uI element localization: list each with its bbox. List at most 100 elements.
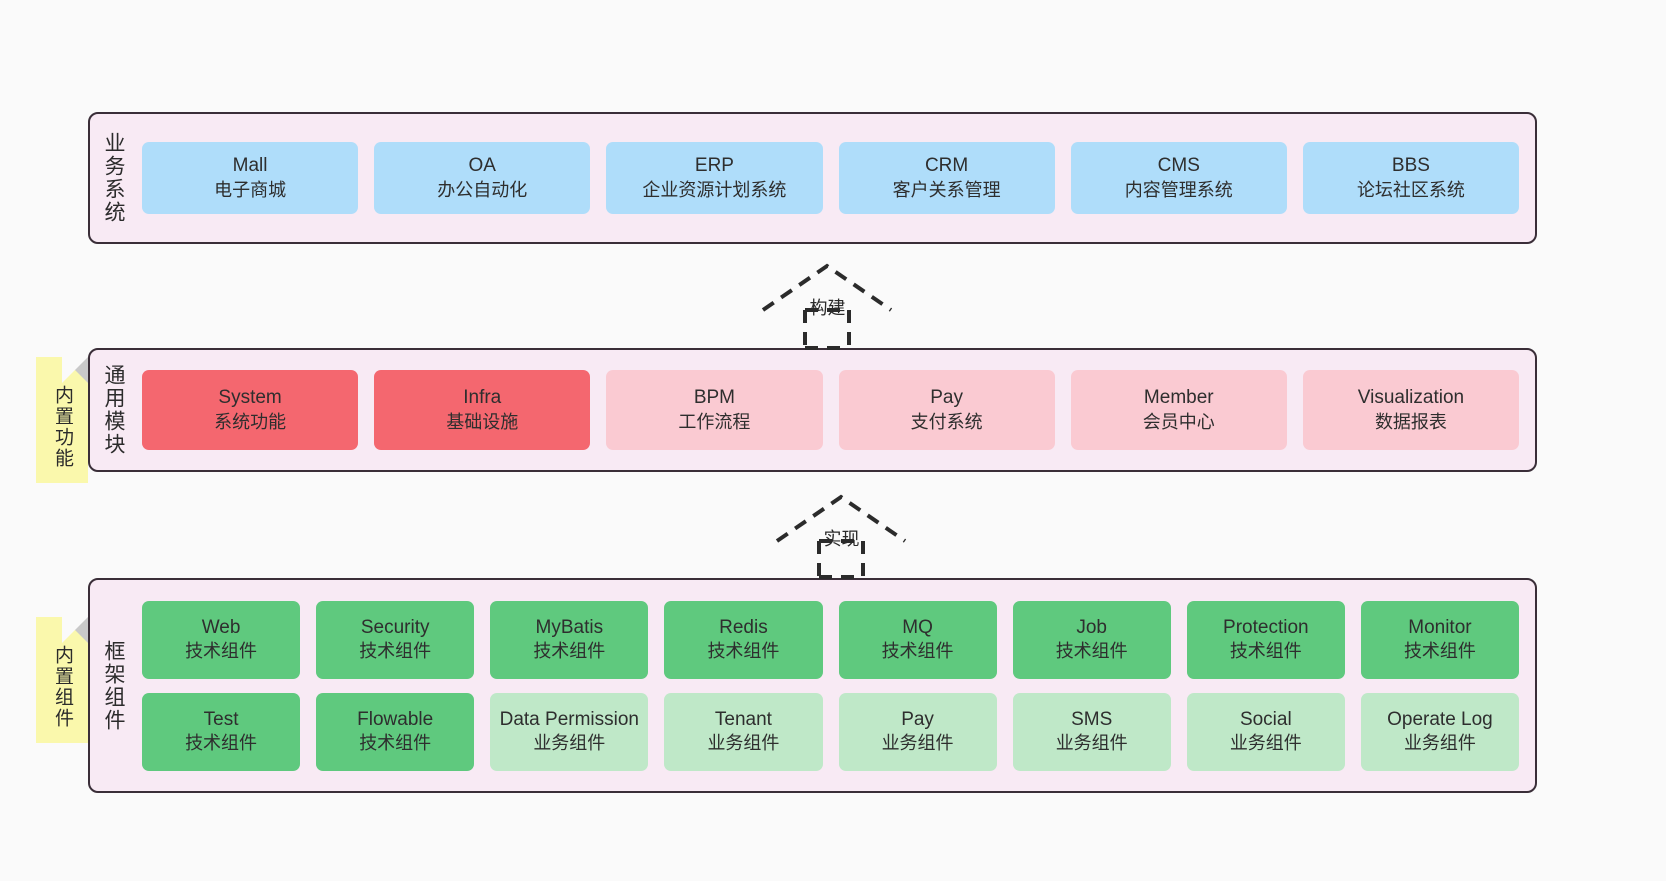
card-title: Tenant [714,708,772,730]
card-title: Flowable [357,708,434,730]
card-erp[interactable]: ERP 企业资源计划系统 [606,142,823,214]
card-title: Redis [719,616,768,638]
card-subtitle: 数据报表 [1374,411,1447,432]
card-subtitle: 办公自动化 [437,179,528,200]
layer-title-text: 通用模块 [102,364,126,456]
card-row: Web 技术组件 Security 技术组件 MyBatis 技术组件 Redi… [142,600,1519,679]
card-subtitle: 工作流程 [678,411,751,432]
card-pay[interactable]: Pay 支付系统 [838,370,1055,450]
card-title: MQ [902,616,933,638]
card-subtitle: 企业资源计划系统 [642,179,787,200]
card-bbs[interactable]: BBS 论坛社区系统 [1302,142,1520,214]
card-title: Security [360,616,430,638]
connector-build-label: 构建 [809,298,846,318]
card-social[interactable]: Social 业务组件 [1186,692,1345,771]
card-system[interactable]: System 系统功能 [142,370,359,450]
card-visualization[interactable]: Visualization 数据报表 [1302,370,1520,450]
layer-title-framework-components: 框架组件 [90,580,136,791]
card-title: MyBatis [535,616,604,638]
card-title: Data Permission [499,708,639,730]
card-title: OA [468,155,496,177]
layer-business-systems: 业务系统 Mall 电子商城 OA 办公自动化 ERP 企业资源计划系统 CRM [88,112,1537,244]
card-monitor[interactable]: Monitor 技术组件 [1360,600,1519,679]
card-title: Operate Log [1387,708,1493,730]
card-subtitle: 业务组件 [1055,733,1128,754]
card-bpm[interactable]: BPM 工作流程 [606,370,823,450]
card-job[interactable]: Job 技术组件 [1012,600,1171,679]
card-title: Pay [930,387,963,409]
card-subtitle: 技术组件 [185,733,258,754]
card-title: Infra [463,387,502,409]
card-title: Test [203,708,239,730]
card-subtitle: 电子商城 [214,179,287,200]
layer-title-text: 业务系统 [102,132,126,224]
card-row: System 系统功能 Infra 基础设施 BPM 工作流程 Pay 支付系统… [142,370,1520,450]
card-title: CRM [924,155,969,177]
connector-implement: 实现 [769,489,914,579]
note-text: 内置组件 [51,645,73,729]
card-title: CMS [1157,155,1200,177]
layer-common-modules: 通用模块 System 系统功能 Infra 基础设施 BPM 工作流程 Pay [88,348,1537,472]
card-subtitle: 技术组件 [881,641,954,662]
card-flowable[interactable]: Flowable 技术组件 [316,692,475,771]
card-row: Mall 电子商城 OA 办公自动化 ERP 企业资源计划系统 CRM 客户关系… [142,142,1520,214]
connector-implement-label: 实现 [823,529,860,549]
connector-build: 构建 [755,258,900,350]
card-member[interactable]: Member 会员中心 [1070,370,1287,450]
card-tenant[interactable]: Tenant 业务组件 [664,692,823,771]
layer-title-common-modules: 通用模块 [90,350,136,470]
card-cms[interactable]: CMS 内容管理系统 [1070,142,1287,214]
card-security[interactable]: Security 技术组件 [316,600,475,679]
card-protection[interactable]: Protection 技术组件 [1186,600,1345,679]
card-sms[interactable]: SMS 业务组件 [1012,692,1171,771]
card-subtitle: 技术组件 [533,641,606,662]
card-title: Social [1239,708,1292,730]
card-oa[interactable]: OA 办公自动化 [374,142,591,214]
card-title: Pay [901,708,934,730]
card-mq[interactable]: MQ 技术组件 [838,600,997,679]
card-row: Test 技术组件 Flowable 技术组件 Data Permission … [142,692,1519,771]
card-pay-business[interactable]: Pay 业务组件 [838,692,997,771]
card-redis[interactable]: Redis 技术组件 [664,600,823,679]
card-subtitle: 基础设施 [446,411,519,432]
card-subtitle: 业务组件 [533,733,606,754]
layer-body-common-modules: System 系统功能 Infra 基础设施 BPM 工作流程 Pay 支付系统… [136,350,1535,470]
card-subtitle: 业务组件 [1403,733,1476,754]
layer-framework-components: 框架组件 Web 技术组件 Security 技术组件 MyBatis 技术组件… [88,578,1537,793]
card-web[interactable]: Web 技术组件 [142,600,301,679]
card-subtitle: 系统功能 [214,411,287,432]
card-title: BPM [693,387,736,409]
card-subtitle: 业务组件 [1229,733,1302,754]
layer-title-text: 框架组件 [102,639,126,732]
card-subtitle: 内容管理系统 [1124,179,1233,200]
note-text: 内置功能 [51,385,73,469]
card-subtitle: 技术组件 [707,641,780,662]
card-infra[interactable]: Infra 基础设施 [374,370,591,450]
card-title: Mall [232,155,268,177]
note-builtin-features: 内置功能 [36,357,88,483]
card-mall[interactable]: Mall 电子商城 [142,142,359,214]
card-title: Visualization [1357,387,1465,409]
card-operate-log[interactable]: Operate Log 业务组件 [1360,692,1519,771]
note-builtin-components: 内置组件 [36,617,88,743]
layer-body-framework-components: Web 技术组件 Security 技术组件 MyBatis 技术组件 Redi… [136,580,1535,791]
card-subtitle: 业务组件 [881,733,954,754]
card-subtitle: 技术组件 [1229,641,1302,662]
card-test[interactable]: Test 技术组件 [142,692,301,771]
card-subtitle: 技术组件 [359,641,432,662]
card-subtitle: 会员中心 [1142,411,1215,432]
card-title: Job [1076,616,1107,638]
card-subtitle: 技术组件 [359,733,432,754]
card-crm[interactable]: CRM 客户关系管理 [838,142,1055,214]
card-subtitle: 技术组件 [1055,641,1128,662]
layer-body-business-systems: Mall 电子商城 OA 办公自动化 ERP 企业资源计划系统 CRM 客户关系… [136,114,1535,242]
card-title: BBS [1391,155,1430,177]
card-mybatis[interactable]: MyBatis 技术组件 [490,600,649,679]
card-title: Member [1143,387,1214,409]
card-subtitle: 支付系统 [910,411,983,432]
build-arrow-svg [761,263,893,350]
card-data-permission[interactable]: Data Permission 业务组件 [490,692,649,771]
card-title: Monitor [1408,616,1472,638]
card-title: ERP [694,155,734,177]
